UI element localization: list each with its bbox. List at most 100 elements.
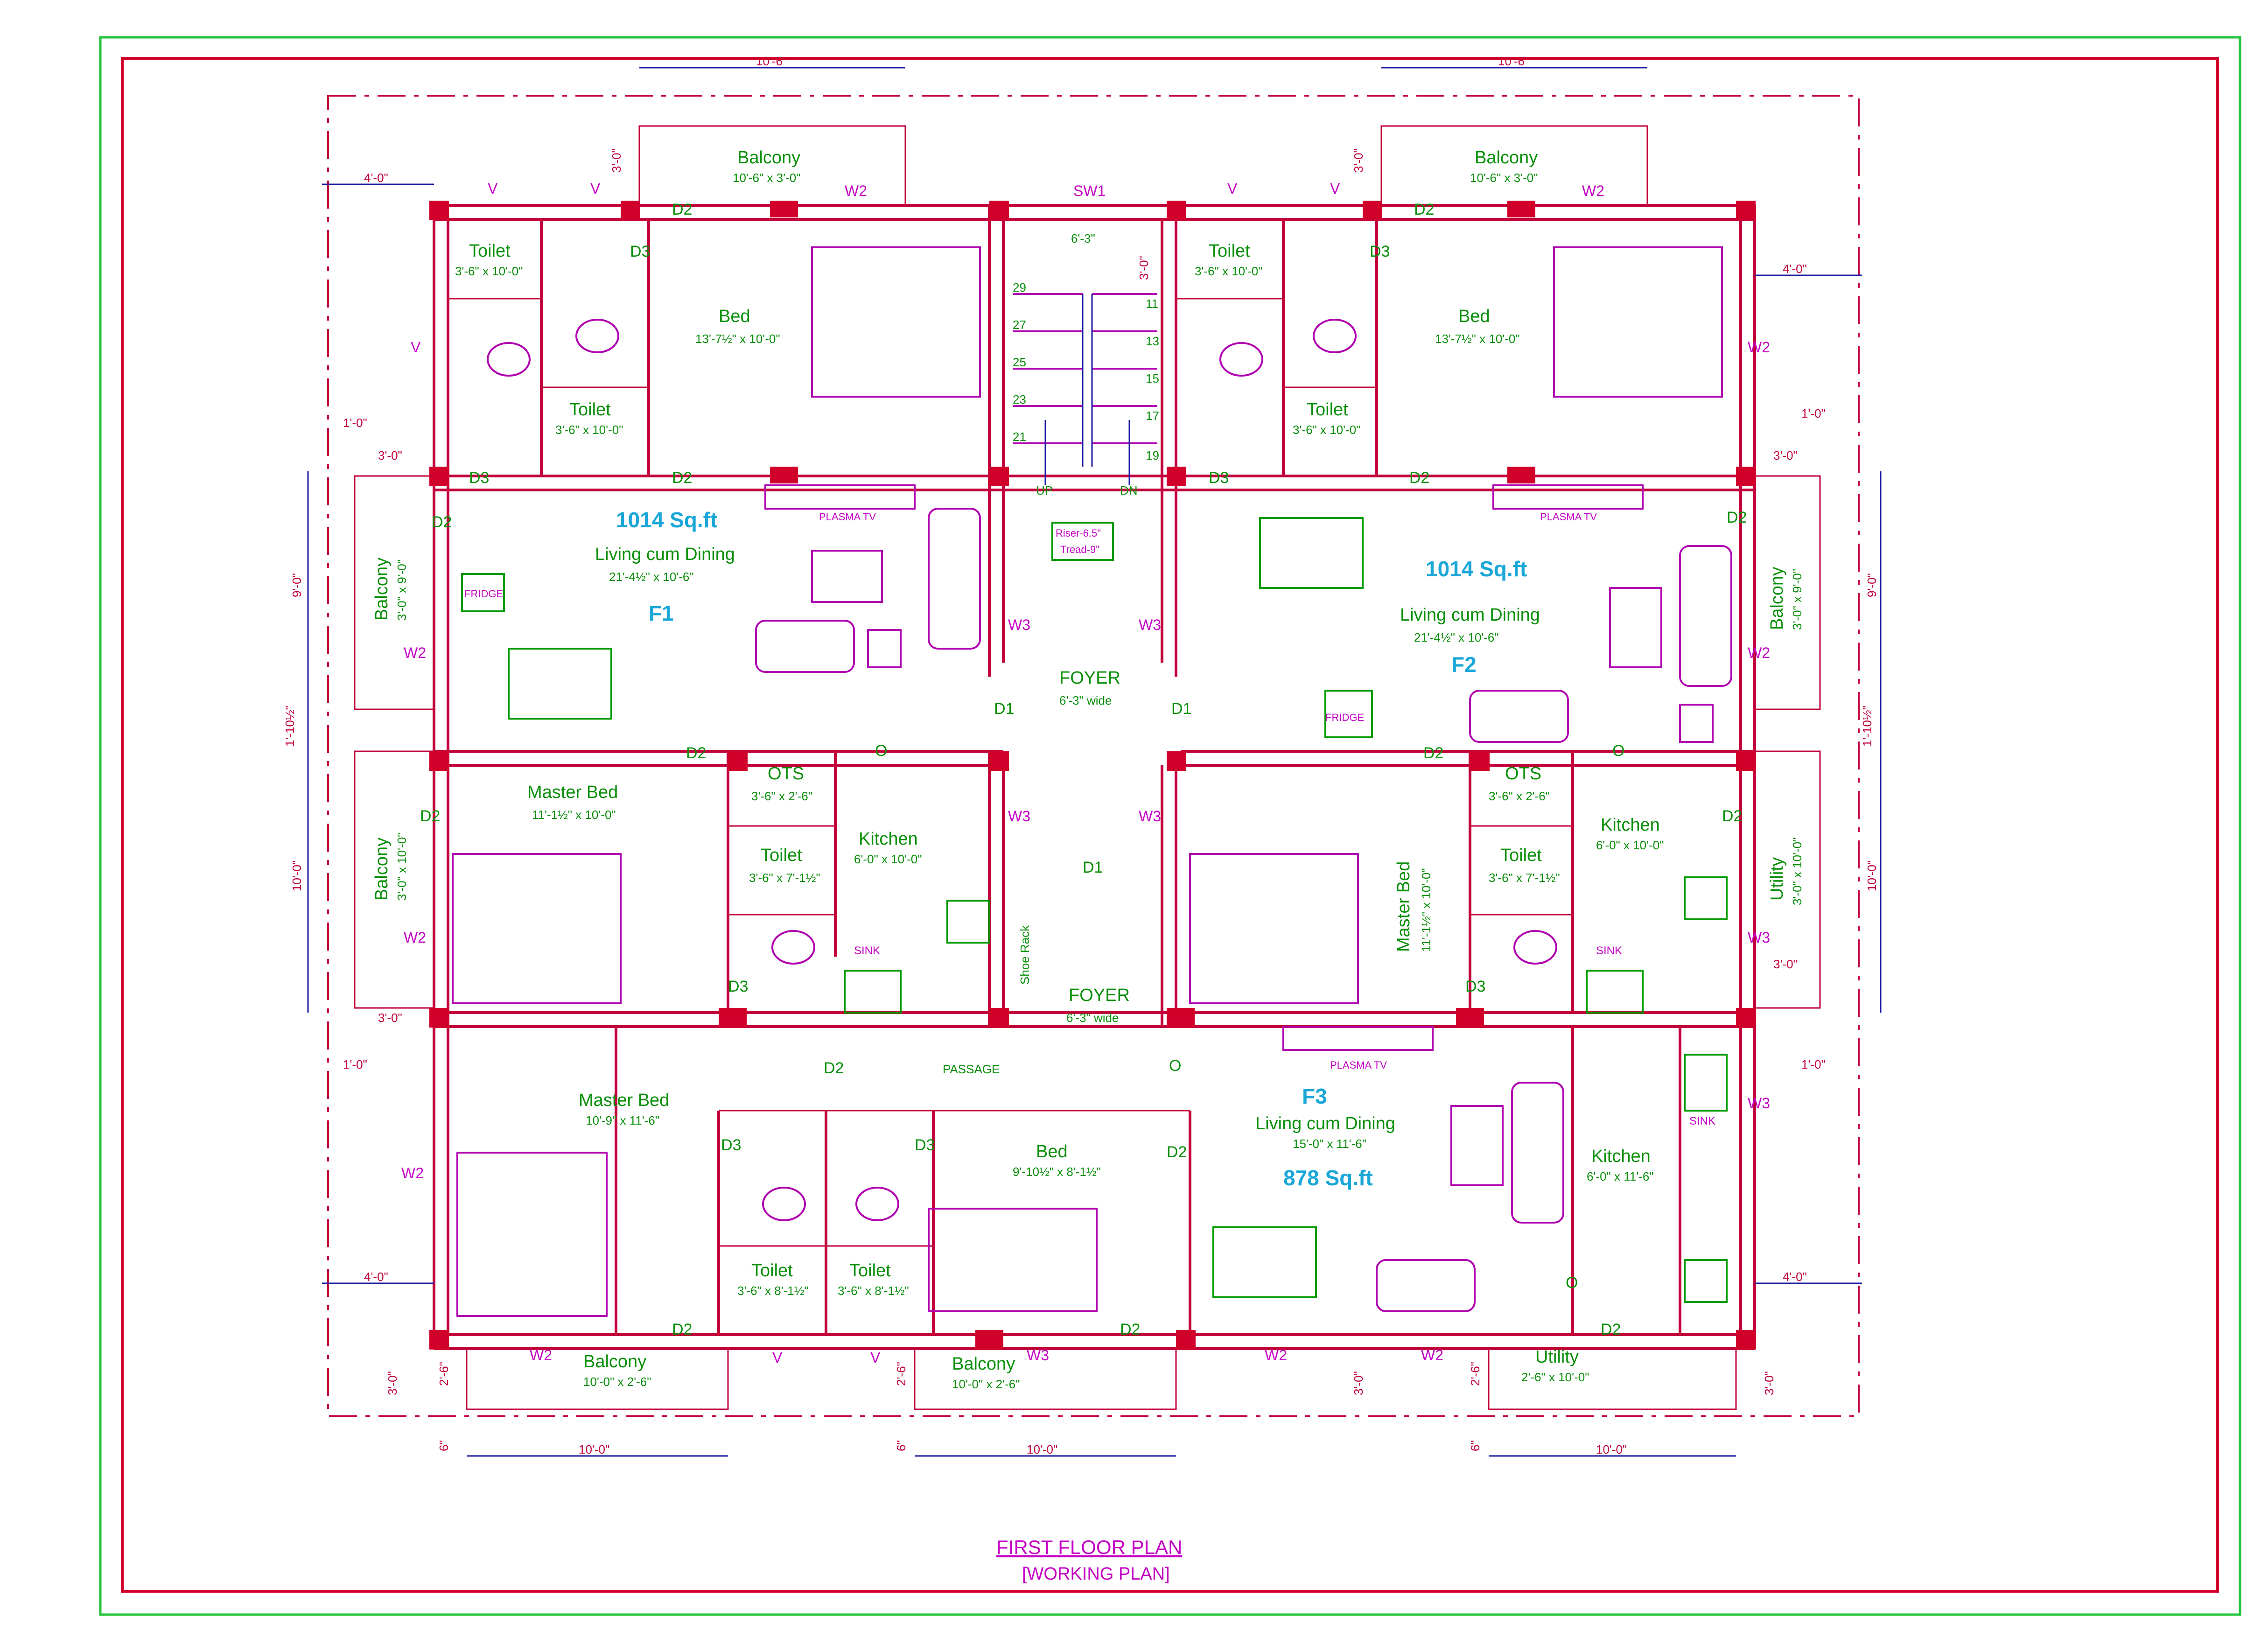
window-w3: W3 bbox=[1748, 929, 1770, 946]
stair-number: 17 bbox=[1146, 409, 1159, 423]
f3-balcony-b-size: 10'-0" x 2'-6" bbox=[952, 1377, 1020, 1391]
stair-number: 23 bbox=[1013, 392, 1026, 406]
dim-left-3: 3'-0" bbox=[378, 448, 402, 462]
f3-master-name: Master Bed bbox=[579, 1091, 669, 1110]
window-w3: W3 bbox=[1139, 616, 1161, 633]
f1-toilet-b-name: Toilet bbox=[569, 400, 611, 420]
stair-dn-label: DN bbox=[1120, 483, 1138, 497]
dim-bot-10-c: 10'-0" bbox=[1596, 1442, 1627, 1456]
balconies bbox=[354, 125, 1821, 1410]
f2-toilet-a-name: Toilet bbox=[1209, 241, 1250, 261]
window-w2: W2 bbox=[404, 929, 426, 946]
f1-kitchen-name: Kitchen bbox=[859, 829, 918, 849]
f1-label: F1 bbox=[649, 601, 674, 625]
window-w3: W3 bbox=[1748, 1095, 1770, 1112]
f1-balcony-side-name: Balcony bbox=[372, 558, 392, 621]
dim-left-4: 4'-0" bbox=[364, 171, 388, 185]
stair-number: 19 bbox=[1146, 448, 1159, 462]
f2-bed-name: Bed bbox=[1458, 307, 1490, 326]
drawing-title: FIRST FLOOR PLAN bbox=[996, 1536, 1182, 1558]
f2-toilet-b-size: 3'-6" x 10'-0" bbox=[1293, 423, 1360, 437]
f3-utility-size: 2'-6" x 10'-0" bbox=[1521, 1370, 1589, 1384]
foyer-mid-name: FOYER bbox=[1069, 986, 1130, 1005]
sink-f2: SINK bbox=[1596, 944, 1622, 957]
f2-area: 1014 Sq.ft bbox=[1426, 557, 1527, 581]
door-d2: D2 bbox=[672, 1321, 692, 1338]
f2-balcony-top-name: Balcony bbox=[1475, 148, 1538, 168]
dim-right-4: 4'-0" bbox=[1783, 262, 1807, 276]
opening-o: O bbox=[1566, 1274, 1578, 1292]
f2-master-name: Master Bed bbox=[1394, 861, 1414, 952]
fridge-f2: FRIDGE bbox=[1325, 712, 1364, 723]
window-w3: W3 bbox=[1139, 808, 1161, 825]
dim-right-4-b: 4'-0" bbox=[1783, 1270, 1807, 1284]
stair-riser: Riser-6.5" bbox=[1056, 527, 1101, 539]
f1-balcony-side2-name: Balcony bbox=[372, 838, 392, 901]
door-d2: D2 bbox=[1409, 469, 1429, 487]
dim-bot-2-6-c: 2'-6" bbox=[1468, 1362, 1482, 1386]
dim-right-3-b: 3'-0" bbox=[1773, 957, 1798, 971]
stair-tread: Tread-9" bbox=[1060, 544, 1099, 555]
staircase bbox=[1013, 293, 1157, 561]
window-v: V bbox=[488, 180, 498, 197]
f1-toilet-b-size: 3'-6" x 10'-0" bbox=[555, 423, 623, 437]
f1-bed-name: Bed bbox=[719, 307, 750, 326]
door-d2: D2 bbox=[1601, 1321, 1621, 1338]
f1-master-name: Master Bed bbox=[527, 783, 618, 802]
opening-o: O bbox=[875, 742, 887, 760]
door-d3: D3 bbox=[630, 243, 650, 260]
f2-kitchen-name: Kitchen bbox=[1601, 815, 1660, 835]
plot-boundary bbox=[327, 95, 1860, 1417]
f2-toilet-c-name: Toilet bbox=[1500, 846, 1542, 865]
structural-columns bbox=[429, 201, 1756, 1350]
stair-number: 13 bbox=[1146, 334, 1159, 348]
fridge-f1: FRIDGE bbox=[464, 588, 503, 600]
stair-number: 25 bbox=[1013, 355, 1026, 369]
dim-bot-3-c: 3'-0" bbox=[1762, 1371, 1776, 1395]
f1-ots-size: 3'-6" x 2'-6" bbox=[751, 789, 812, 803]
door-d2: D2 bbox=[1722, 807, 1742, 825]
plasma-tv-f1: PLASMA TV bbox=[819, 511, 876, 523]
dim-bal-offset-left: 3'-0" bbox=[609, 148, 623, 173]
f2-toilet-b-name: Toilet bbox=[1307, 400, 1348, 420]
f3-master-size: 10'-9" x 11'-6" bbox=[586, 1113, 659, 1127]
door-d2: D2 bbox=[686, 744, 706, 762]
f2-balcony-side-name: Balcony bbox=[1767, 567, 1787, 630]
f1-toilet-c-size: 3'-6" x 7'-1½" bbox=[749, 871, 820, 885]
window-w2: W2 bbox=[1748, 339, 1770, 356]
window-w2: W2 bbox=[401, 1165, 424, 1182]
window-w2: W2 bbox=[1421, 1347, 1443, 1364]
f3-bed-size: 9'-10½" x 8'-1½" bbox=[1013, 1165, 1101, 1179]
passage-label: PASSAGE bbox=[943, 1062, 1000, 1076]
f1-toilet-a-name: Toilet bbox=[469, 241, 511, 261]
furniture bbox=[452, 246, 1732, 1317]
dim-bot-2-6-b: 2'-6" bbox=[894, 1362, 908, 1386]
f2-toilet-c-size: 3'-6" x 7'-1½" bbox=[1489, 871, 1560, 885]
door-d2: D2 bbox=[672, 201, 692, 218]
f1-living-name: Living cum Dining bbox=[595, 545, 735, 564]
door-d2: D2 bbox=[432, 513, 452, 531]
f3-toilet-a-name: Toilet bbox=[751, 1261, 793, 1280]
f3-kitchen-size: 6'-0" x 11'-6" bbox=[1587, 1169, 1654, 1183]
dim-left-3-b: 3'-0" bbox=[378, 1011, 402, 1025]
door-d2: D2 bbox=[1423, 744, 1443, 762]
dim-top-left: 10'-6" bbox=[756, 54, 787, 68]
dim-right-1: 1'-0" bbox=[1801, 406, 1826, 420]
dim-right-1-10: 1'-10½" bbox=[1860, 706, 1874, 747]
dim-top-right: 10'-6" bbox=[1498, 54, 1529, 68]
window-v: V bbox=[772, 1349, 783, 1366]
f2-toilet-a-size: 3'-6" x 10'-0" bbox=[1195, 264, 1262, 278]
door-d2: D2 bbox=[1167, 1143, 1187, 1161]
drawing-subtitle: [WORKING PLAN] bbox=[1022, 1564, 1170, 1584]
dim-left-10: 10'-0" bbox=[290, 860, 304, 891]
foyer-mid-size: 6'-3" wide bbox=[1066, 1011, 1119, 1025]
f3-balcony-a-name: Balcony bbox=[583, 1352, 646, 1371]
f2-living-name: Living cum Dining bbox=[1400, 605, 1540, 625]
f1-balcony-side2-size: 3'-0" x 10'-0" bbox=[395, 833, 409, 901]
f1-living-size: 21'-4½" x 10'-6" bbox=[609, 570, 694, 584]
f3-living-size: 15'-0" x 11'-6" bbox=[1293, 1137, 1366, 1151]
f2-balcony-side-size: 3'-0" x 9'-0" bbox=[1790, 569, 1804, 630]
window-w3: W3 bbox=[1008, 808, 1030, 825]
f3-balcony-a-size: 10'-0" x 2'-6" bbox=[583, 1375, 651, 1389]
